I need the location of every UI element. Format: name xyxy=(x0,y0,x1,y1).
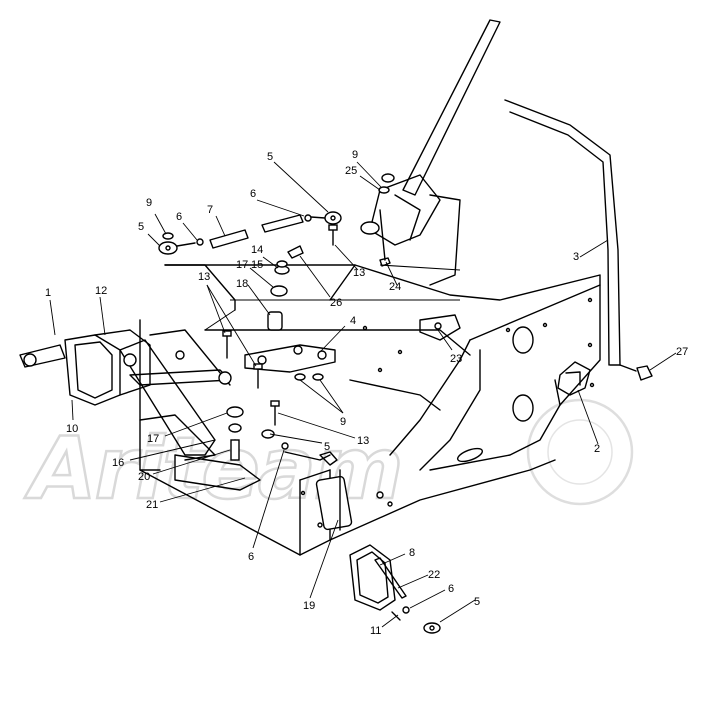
callout-17: 17 xyxy=(236,259,248,271)
top-rod-assembly xyxy=(158,186,391,267)
callout-9: 9 xyxy=(340,416,346,428)
lower-right-assembly xyxy=(349,544,441,634)
left-linkage xyxy=(19,329,232,456)
callout-6: 6 xyxy=(176,211,182,223)
callout-7: 7 xyxy=(207,204,213,216)
callout-27: 27 xyxy=(676,346,688,358)
callout-14: 14 xyxy=(251,244,263,256)
handle-bar xyxy=(504,99,621,366)
callout-19: 19 xyxy=(303,600,315,612)
callout-9: 9 xyxy=(352,149,358,161)
callout-6: 6 xyxy=(250,188,256,200)
frame-body xyxy=(139,264,601,556)
callout-20: 20 xyxy=(138,471,150,483)
steering-column xyxy=(360,19,501,286)
callout-8: 8 xyxy=(409,547,415,559)
callout-5: 5 xyxy=(324,441,330,453)
callout-10: 10 xyxy=(66,423,78,435)
callout-3: 3 xyxy=(573,251,579,263)
callout-22: 22 xyxy=(428,569,440,581)
callout-17: 17 xyxy=(147,433,159,445)
callout-16: 16 xyxy=(112,457,124,469)
callout-5: 5 xyxy=(474,596,480,608)
watermark: Ariteam xyxy=(23,398,634,520)
callout-13: 13 xyxy=(198,271,210,283)
callout-6: 6 xyxy=(248,551,254,563)
callout-25: 25 xyxy=(345,165,357,177)
callout-9: 9 xyxy=(146,197,152,209)
leader-lines xyxy=(49,161,677,628)
callout-5: 5 xyxy=(267,151,273,163)
callout-2: 2 xyxy=(594,443,600,455)
callout-26: 26 xyxy=(330,297,342,309)
callout-5: 5 xyxy=(138,221,144,233)
callout-18: 18 xyxy=(236,278,248,290)
callout-23: 23 xyxy=(450,353,462,365)
callout-12: 12 xyxy=(95,285,107,297)
callout-21: 21 xyxy=(146,499,158,511)
right-side-parts xyxy=(419,314,653,396)
callout-1: 1 xyxy=(45,287,51,299)
callout-11: 11 xyxy=(370,625,381,637)
callout-4: 4 xyxy=(350,315,356,327)
callout-13: 13 xyxy=(357,435,369,447)
callout-15: 15 xyxy=(251,259,263,271)
callouts: 1 12 10 13 17 15 14 18 9 6 5 7 6 5 9 25 … xyxy=(45,149,688,637)
callout-13: 13 xyxy=(353,267,365,279)
callout-24: 24 xyxy=(389,281,401,293)
callout-6: 6 xyxy=(448,583,454,595)
center-parts xyxy=(222,245,338,466)
